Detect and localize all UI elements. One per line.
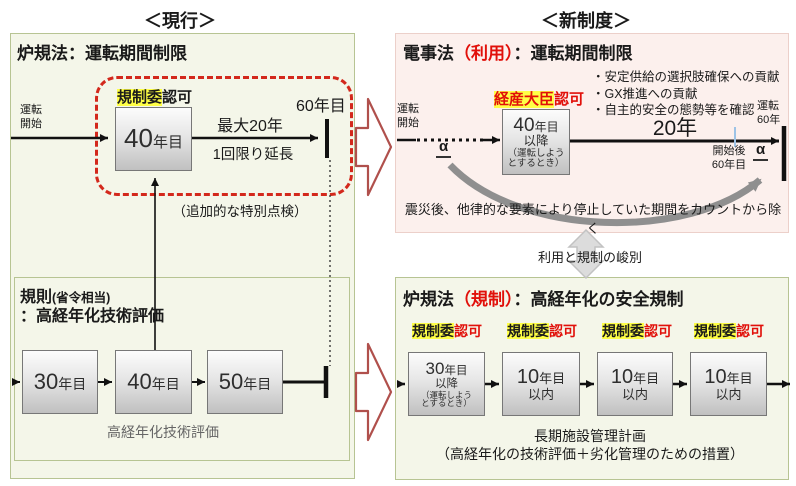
nra-approval-badge-4: 規制委認可 [694, 323, 764, 339]
extension-callout-dashed-box [95, 76, 353, 196]
ltfm-plan-caption-2: （高経年化の技術評価＋劣化管理のための措置） [436, 446, 744, 462]
transition-arrow-bottom-icon [354, 342, 393, 442]
rb-box-30th-onward: 30年目 以降 （運転しよう とするとき） [408, 352, 485, 416]
rt-bullet-list: ・安定供給の選択肢確保への貢献 ・GX推進への貢献 ・自主的安全の態勢等を確認 [592, 69, 780, 119]
alpha-right-marker: α [753, 141, 769, 161]
rb-box-10yr-2: 10年目 以内 [597, 352, 673, 416]
bullet-stable-supply: ・安定供給の選択肢確保への貢献 [592, 70, 780, 84]
exclusion-note: 震災後、他律的な要素により停止していた期間をカウントから除く [404, 202, 782, 236]
separation-double-arrow-icon [567, 228, 605, 280]
nra-approval-badge-2: 規制委認可 [507, 323, 577, 339]
left-start-label: 運転 開始 [20, 104, 42, 130]
transition-arrow-top-icon [354, 97, 393, 197]
special-inspection-label: （追加的な特別点検） [172, 204, 308, 219]
separation-label: 利用と規制の峻別 [537, 250, 642, 265]
exclusion-curved-arrow [447, 162, 763, 227]
box-30th-year-eval: 30年目 [22, 350, 98, 414]
meti-approval-badge: 経産大臣認可 [494, 88, 584, 109]
rules-title-line2: ：高経年化技術評価 [20, 308, 165, 325]
new-system-heading: ＜新制度＞ [541, 11, 631, 31]
bullet-gx: ・GX推進への貢献 [592, 86, 698, 101]
rb-box-10yr-3: 10年目 以内 [690, 352, 767, 416]
ltfm-plan-caption: 長期施設管理計画 [534, 428, 646, 444]
rt-end-label: 運転 60年 [757, 100, 781, 126]
nra-approval-badge-3: 規制委認可 [602, 323, 672, 339]
alpha-left-marker: α [436, 138, 452, 158]
nra-approval-highlight: 規制委 [117, 89, 163, 106]
max-extension-label: 最大20年 [217, 118, 283, 135]
box-40th-year-onward: 40年目 以降 （運転しよう とするとき） [502, 109, 570, 175]
box-40th-year-eval: 40年目 [115, 350, 192, 414]
box-50th-year-eval: 50年目 [207, 350, 283, 414]
nra-approval-rest: 認可 [162, 89, 193, 106]
nra-approval-badge-1: 規制委認可 [412, 323, 482, 339]
twenty-years-label: 20年 [652, 117, 698, 140]
year60-label: 60年目 [296, 98, 346, 115]
meti-approval-rest: 認可 [554, 91, 585, 108]
rt-start-label: 運転 開始 [397, 103, 419, 129]
one-time-extension-label: 1回限り延長 [212, 147, 294, 163]
after-start-60-label: 開始後 60年目 [711, 145, 747, 171]
rb-panel-title: 炉規法（規制）：高経年化の安全規制 [403, 290, 684, 309]
current-system-heading: ＜現行＞ [144, 11, 216, 31]
rt-panel-title: 電事法（利用）：運転期間制限 [403, 44, 633, 63]
meti-approval-highlight: 経産大臣 [494, 91, 555, 108]
nra-approval-badge: 規制委認可 [117, 86, 192, 107]
rules-inner-panel [14, 277, 350, 461]
rules-title-line1: 規則(省令相当) [20, 289, 111, 306]
rb-box-10yr-1: 10年目 以内 [502, 352, 580, 416]
bullet-voluntary-safety: ・自主的安全の態勢等を確認 [592, 103, 755, 117]
box-40th-year: 40年目 [115, 107, 192, 171]
left-panel-title: 炉規法：運転期間制限 [17, 44, 187, 63]
aging-eval-caption: 高経年化技術評価 [107, 424, 219, 440]
